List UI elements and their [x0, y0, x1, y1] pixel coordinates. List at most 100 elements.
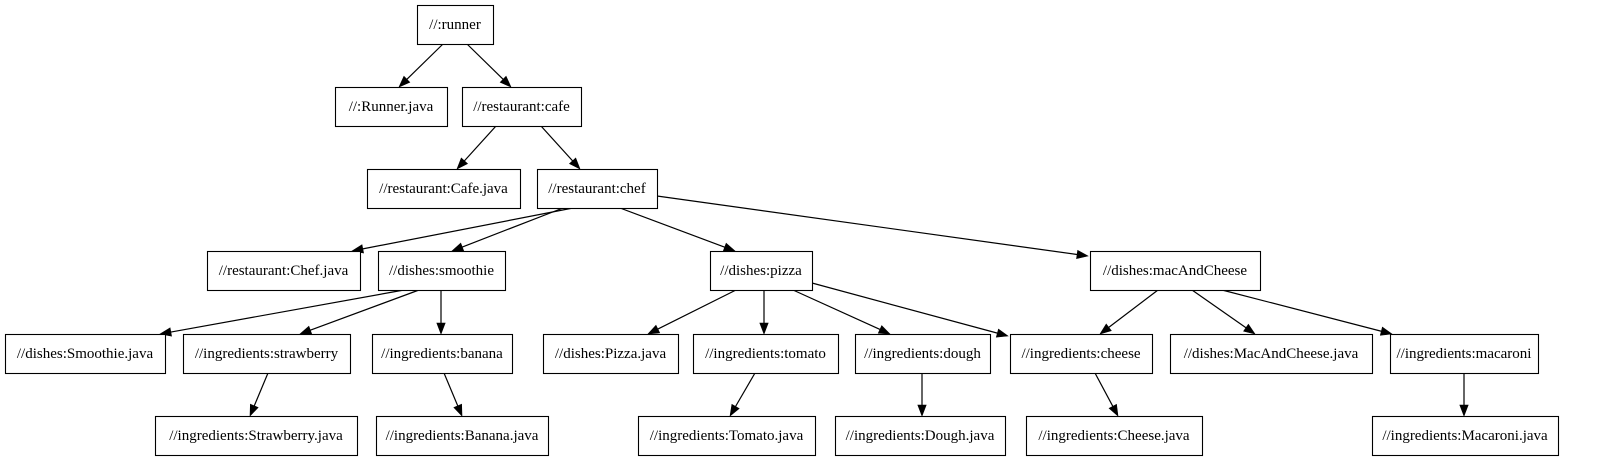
node-box[interactable]	[4, 333, 167, 375]
node-smoothie_java[interactable]: //dishes:Smoothie.java	[4, 333, 167, 375]
node-box[interactable]	[206, 250, 362, 292]
edge-line	[170, 289, 405, 333]
node-dough_java[interactable]: //ingredients:Dough.java	[834, 415, 1007, 457]
node-tomato_java[interactable]: //ingredients:Tomato.java	[637, 415, 817, 457]
edge-ing_dough-to-dough_java	[917, 373, 927, 417]
node-box[interactable]	[637, 415, 817, 457]
edge-restaurant_chef-to-dishes_pizza	[619, 207, 736, 252]
node-label: //ingredients:dough	[864, 346, 981, 362]
edge-restaurant_cafe-to-restaurant_chef	[540, 125, 581, 170]
node-label: //dishes:Pizza.java	[555, 346, 667, 362]
node-dishes_mac[interactable]: //dishes:macAndCheese	[1089, 250, 1262, 292]
node-box[interactable]	[536, 168, 659, 210]
node-label: //dishes:MacAndCheese.java	[1184, 346, 1359, 362]
node-label: //restaurant:cafe	[473, 99, 570, 115]
edge-restaurant_chef-to-dishes_mac	[656, 195, 1089, 260]
node-ing_tomato[interactable]: //ingredients:tomato	[692, 333, 840, 375]
edge-dishes_pizza-to-ing_tomato	[759, 290, 769, 335]
node-restaurant_chef[interactable]: //restaurant:chef	[536, 168, 659, 210]
edge-dishes_smoothie-to-ing_strawberry	[299, 289, 420, 335]
edge-line	[443, 372, 459, 407]
edge-line	[1191, 289, 1247, 329]
node-box[interactable]	[375, 415, 550, 457]
node-dishes_smoothie[interactable]: //dishes:smoothie	[377, 250, 507, 292]
edge-dishes_mac-to-ing_macaroni	[1221, 289, 1393, 336]
node-box[interactable]	[154, 415, 359, 457]
edge-line	[406, 43, 444, 80]
edge-dishes_mac-to-ing_cheese	[1099, 289, 1159, 335]
edge-line	[362, 207, 574, 250]
node-pizza_java[interactable]: //dishes:Pizza.java	[542, 333, 680, 375]
arrowhead-icon	[299, 325, 313, 335]
node-box[interactable]	[416, 4, 495, 46]
edge-line	[619, 207, 725, 248]
node-box[interactable]	[1389, 333, 1540, 375]
node-box[interactable]	[1009, 333, 1154, 375]
arrowhead-icon	[1459, 404, 1469, 417]
edge-line	[1094, 372, 1114, 407]
arrowhead-icon	[249, 403, 259, 417]
arrowhead-icon	[647, 324, 661, 335]
node-ing_macaroni[interactable]: //ingredients:macaroni	[1389, 333, 1540, 375]
node-box[interactable]	[334, 86, 449, 128]
edge-ing_banana-to-banana_java	[443, 372, 463, 417]
node-strawberry_java[interactable]: //ingredients:Strawberry.java	[154, 415, 359, 457]
node-ing_strawberry[interactable]: //ingredients:strawberry	[182, 333, 352, 375]
node-macaroni_java[interactable]: //ingredients:Macaroni.java	[1371, 415, 1560, 457]
node-box[interactable]	[854, 333, 992, 375]
node-cafe_java[interactable]: //restaurant:Cafe.java	[366, 168, 522, 210]
edge-restaurant_cafe-to-cafe_java	[456, 125, 497, 170]
arrowhead-icon	[398, 75, 411, 88]
node-box[interactable]	[366, 168, 522, 210]
node-box[interactable]	[1089, 250, 1262, 292]
edge-line	[656, 195, 1078, 256]
node-box[interactable]	[1371, 415, 1560, 457]
arrowhead-icon	[1108, 403, 1119, 417]
node-label: //ingredients:macaroni	[1397, 346, 1532, 362]
node-label: //restaurant:chef	[548, 181, 645, 197]
node-box[interactable]	[1169, 333, 1374, 375]
edge-line	[792, 289, 881, 331]
edge-runner-to-runner_java	[398, 43, 444, 88]
edge-line	[540, 125, 574, 162]
arrowhead-icon	[877, 325, 891, 335]
node-ing_dough[interactable]: //ingredients:dough	[854, 333, 992, 375]
node-box[interactable]	[461, 86, 583, 128]
edge-line	[811, 282, 998, 334]
arrowhead-icon	[1076, 249, 1089, 260]
node-runner_java[interactable]: //:Runner.java	[334, 86, 449, 128]
edge-line	[1221, 289, 1382, 332]
node-box[interactable]	[1025, 415, 1204, 457]
node-ing_cheese[interactable]: //ingredients:cheese	[1009, 333, 1154, 375]
node-mac_java[interactable]: //dishes:MacAndCheese.java	[1169, 333, 1374, 375]
node-banana_java[interactable]: //ingredients:Banana.java	[375, 415, 550, 457]
arrowhead-icon	[1379, 326, 1393, 336]
node-box[interactable]	[377, 250, 507, 292]
node-label: //ingredients:Dough.java	[846, 428, 995, 444]
node-box[interactable]	[371, 333, 514, 375]
edge-line	[310, 289, 420, 331]
node-box[interactable]	[182, 333, 352, 375]
node-label: //dishes:pizza	[720, 263, 802, 279]
node-cheese_java[interactable]: //ingredients:Cheese.java	[1025, 415, 1204, 457]
edge-ing_strawberry-to-strawberry_java	[249, 372, 269, 417]
node-box[interactable]	[709, 250, 814, 292]
node-box[interactable]	[692, 333, 840, 375]
node-dishes_pizza[interactable]: //dishes:pizza	[709, 250, 814, 292]
edge-line	[466, 43, 504, 80]
node-runner[interactable]: //:runner	[416, 4, 495, 46]
node-chef_java[interactable]: //restaurant:Chef.java	[206, 250, 362, 292]
node-restaurant_cafe[interactable]: //restaurant:cafe	[461, 86, 583, 128]
arrowhead-icon	[759, 322, 769, 335]
node-box[interactable]	[542, 333, 680, 375]
node-box[interactable]	[834, 415, 1007, 457]
node-ing_banana[interactable]: //ingredients:banana	[371, 333, 514, 375]
arrowhead-icon	[995, 328, 1009, 338]
node-label: //ingredients:cheese	[1021, 346, 1140, 362]
node-label: //restaurant:Chef.java	[219, 263, 349, 279]
node-label: //dishes:smoothie	[389, 263, 494, 279]
node-label: //:Runner.java	[349, 99, 434, 115]
edge-dishes_smoothie-to-smoothie_java	[159, 289, 405, 337]
